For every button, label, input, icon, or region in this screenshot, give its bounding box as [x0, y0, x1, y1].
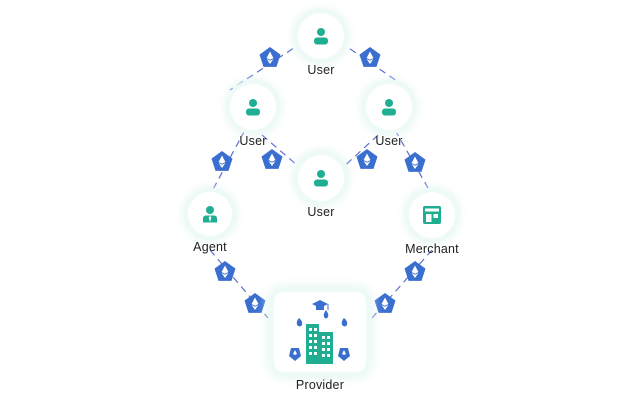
- user-icon: [246, 99, 260, 116]
- ethereum-token-icon: [211, 151, 233, 171]
- ethereum-token-icon: [404, 152, 426, 172]
- node-user-top: User: [297, 13, 345, 77]
- node-label: User: [307, 205, 335, 219]
- token-cluster: [289, 310, 350, 361]
- connector-line: [337, 134, 379, 173]
- node-label: User: [375, 134, 403, 148]
- agent-icon: [203, 206, 217, 223]
- user-icon: [314, 170, 328, 187]
- node-bubble: [298, 13, 344, 59]
- node-bubble: [188, 192, 232, 236]
- node-agent: Agent: [186, 192, 234, 254]
- graduation-cap-icon: [312, 300, 329, 310]
- node-bubble: [366, 84, 412, 130]
- node-user-center: User: [297, 155, 345, 219]
- user-icon: [314, 28, 328, 45]
- user-icon: [382, 99, 396, 116]
- ethereum-token-icon: [374, 293, 396, 313]
- node-label: Provider: [295, 378, 345, 392]
- ethereum-token-icon: [404, 261, 426, 281]
- ethereum-token-icon: [244, 293, 266, 313]
- connector-line: [261, 134, 306, 173]
- node-bubble: [230, 84, 276, 130]
- node-bubble: [409, 192, 455, 238]
- node-user-right: User: [365, 84, 413, 148]
- node-label: Merchant: [405, 242, 459, 256]
- node-bubble: [298, 155, 344, 201]
- node-label: Agent: [193, 240, 227, 254]
- ethereum-token-icon: [261, 149, 283, 169]
- ethereum-token-icon: [359, 47, 381, 67]
- ethereum-token-icon: [214, 261, 236, 281]
- node-merchant: Merchant: [396, 192, 468, 256]
- node-label: User: [239, 134, 267, 148]
- ethereum-token-icon: [259, 47, 281, 67]
- node-label: User: [307, 63, 335, 77]
- store-icon: [423, 206, 441, 224]
- node-user-left: User: [229, 84, 277, 148]
- building-icon: [289, 300, 350, 364]
- connector-line: [229, 41, 304, 91]
